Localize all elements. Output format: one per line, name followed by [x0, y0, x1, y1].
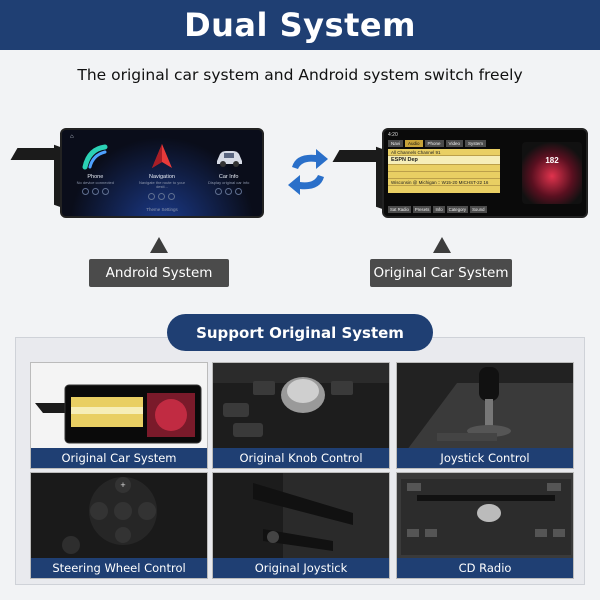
menu-category[interactable]: Category: [446, 206, 469, 213]
radio-menu: Sat Radio Presets Info Category Sound: [388, 206, 487, 213]
original-tabs: Navi Audio Phone Video System: [388, 140, 486, 147]
tab-navi[interactable]: Navi: [388, 140, 404, 147]
support-item-car-system: Original Car System: [30, 362, 208, 469]
support-item-caption: Original Knob Control: [213, 448, 389, 468]
support-item-caption: Steering Wheel Control: [31, 558, 207, 578]
car-icon: [214, 142, 244, 172]
original-head-unit: 4:20 Navi Audio Phone Video System All C…: [332, 128, 588, 220]
phone-app[interactable]: Phone No device connected: [66, 142, 124, 200]
cd-radio-icon: [397, 473, 573, 560]
navigation-app-icon: [147, 142, 177, 172]
menu-presets[interactable]: Presets: [412, 206, 432, 213]
support-item-cd-radio: CD Radio: [396, 472, 574, 579]
support-title: Support Original System: [167, 314, 433, 351]
navigation-app-label: Navigation: [148, 174, 175, 180]
column-stalk-icon: [213, 473, 389, 560]
support-item-original-joystick: Original Joystick: [212, 472, 390, 579]
gear-shifter-icon: [397, 363, 573, 450]
support-item-steering-wheel: + Steering Wheel Control: [30, 472, 208, 579]
support-item-joystick-control: Joystick Control: [396, 362, 574, 469]
menu-sat-radio[interactable]: Sat Radio: [388, 206, 411, 213]
support-item-caption: Joystick Control: [397, 448, 573, 468]
sat-radio-list: All Channels Channel 91 ESPN Dep Wiscons…: [388, 149, 500, 193]
phone-app-icon: [80, 142, 110, 172]
car-info-app[interactable]: Car Info Display original car info: [200, 142, 258, 200]
android-screen[interactable]: ⌂ Phone No device connected Navigation N…: [60, 128, 264, 218]
steering-wheel-icon: +: [31, 473, 207, 560]
station-name: ESPN Dep: [388, 156, 500, 165]
menu-info[interactable]: Info: [433, 206, 445, 213]
menu-sound[interactable]: Sound: [470, 206, 487, 213]
support-item-caption: CD Radio: [397, 558, 573, 578]
android-system-label: Android System: [89, 259, 229, 287]
android-head-unit: ⌂ Phone No device connected Navigation N…: [10, 128, 264, 220]
tab-phone[interactable]: Phone: [424, 140, 444, 147]
svg-text:+: +: [120, 480, 125, 490]
header-banner: Dual System: [0, 0, 600, 50]
phone-app-label: Phone: [87, 174, 104, 180]
support-item-caption: Original Joystick: [213, 558, 389, 578]
gauge-display: 182: [522, 142, 582, 204]
original-system-label: Original Car System: [370, 259, 512, 287]
theme-settings-link[interactable]: Theme Settings: [146, 207, 178, 212]
car-screen-icon: [31, 363, 207, 450]
tab-video[interactable]: Video: [445, 140, 463, 147]
knob-icon: [213, 363, 389, 450]
original-screen[interactable]: 4:20 Navi Audio Phone Video System All C…: [382, 128, 588, 218]
page-title: Dual System: [184, 6, 416, 44]
android-pointer-icon: [150, 237, 168, 253]
car-info-app-label: Car Info: [218, 174, 239, 180]
tab-audio[interactable]: Audio: [405, 140, 423, 147]
original-pointer-icon: [433, 237, 451, 253]
support-item-knob-control: Original Knob Control: [212, 362, 390, 469]
subtitle: The original car system and Android syst…: [77, 66, 523, 84]
switch-arrows-icon: [284, 147, 332, 197]
tab-system[interactable]: System: [464, 140, 486, 147]
support-item-caption: Original Car System: [31, 448, 207, 468]
navigation-app[interactable]: Navigation Navigate the route to your de…: [133, 142, 191, 200]
